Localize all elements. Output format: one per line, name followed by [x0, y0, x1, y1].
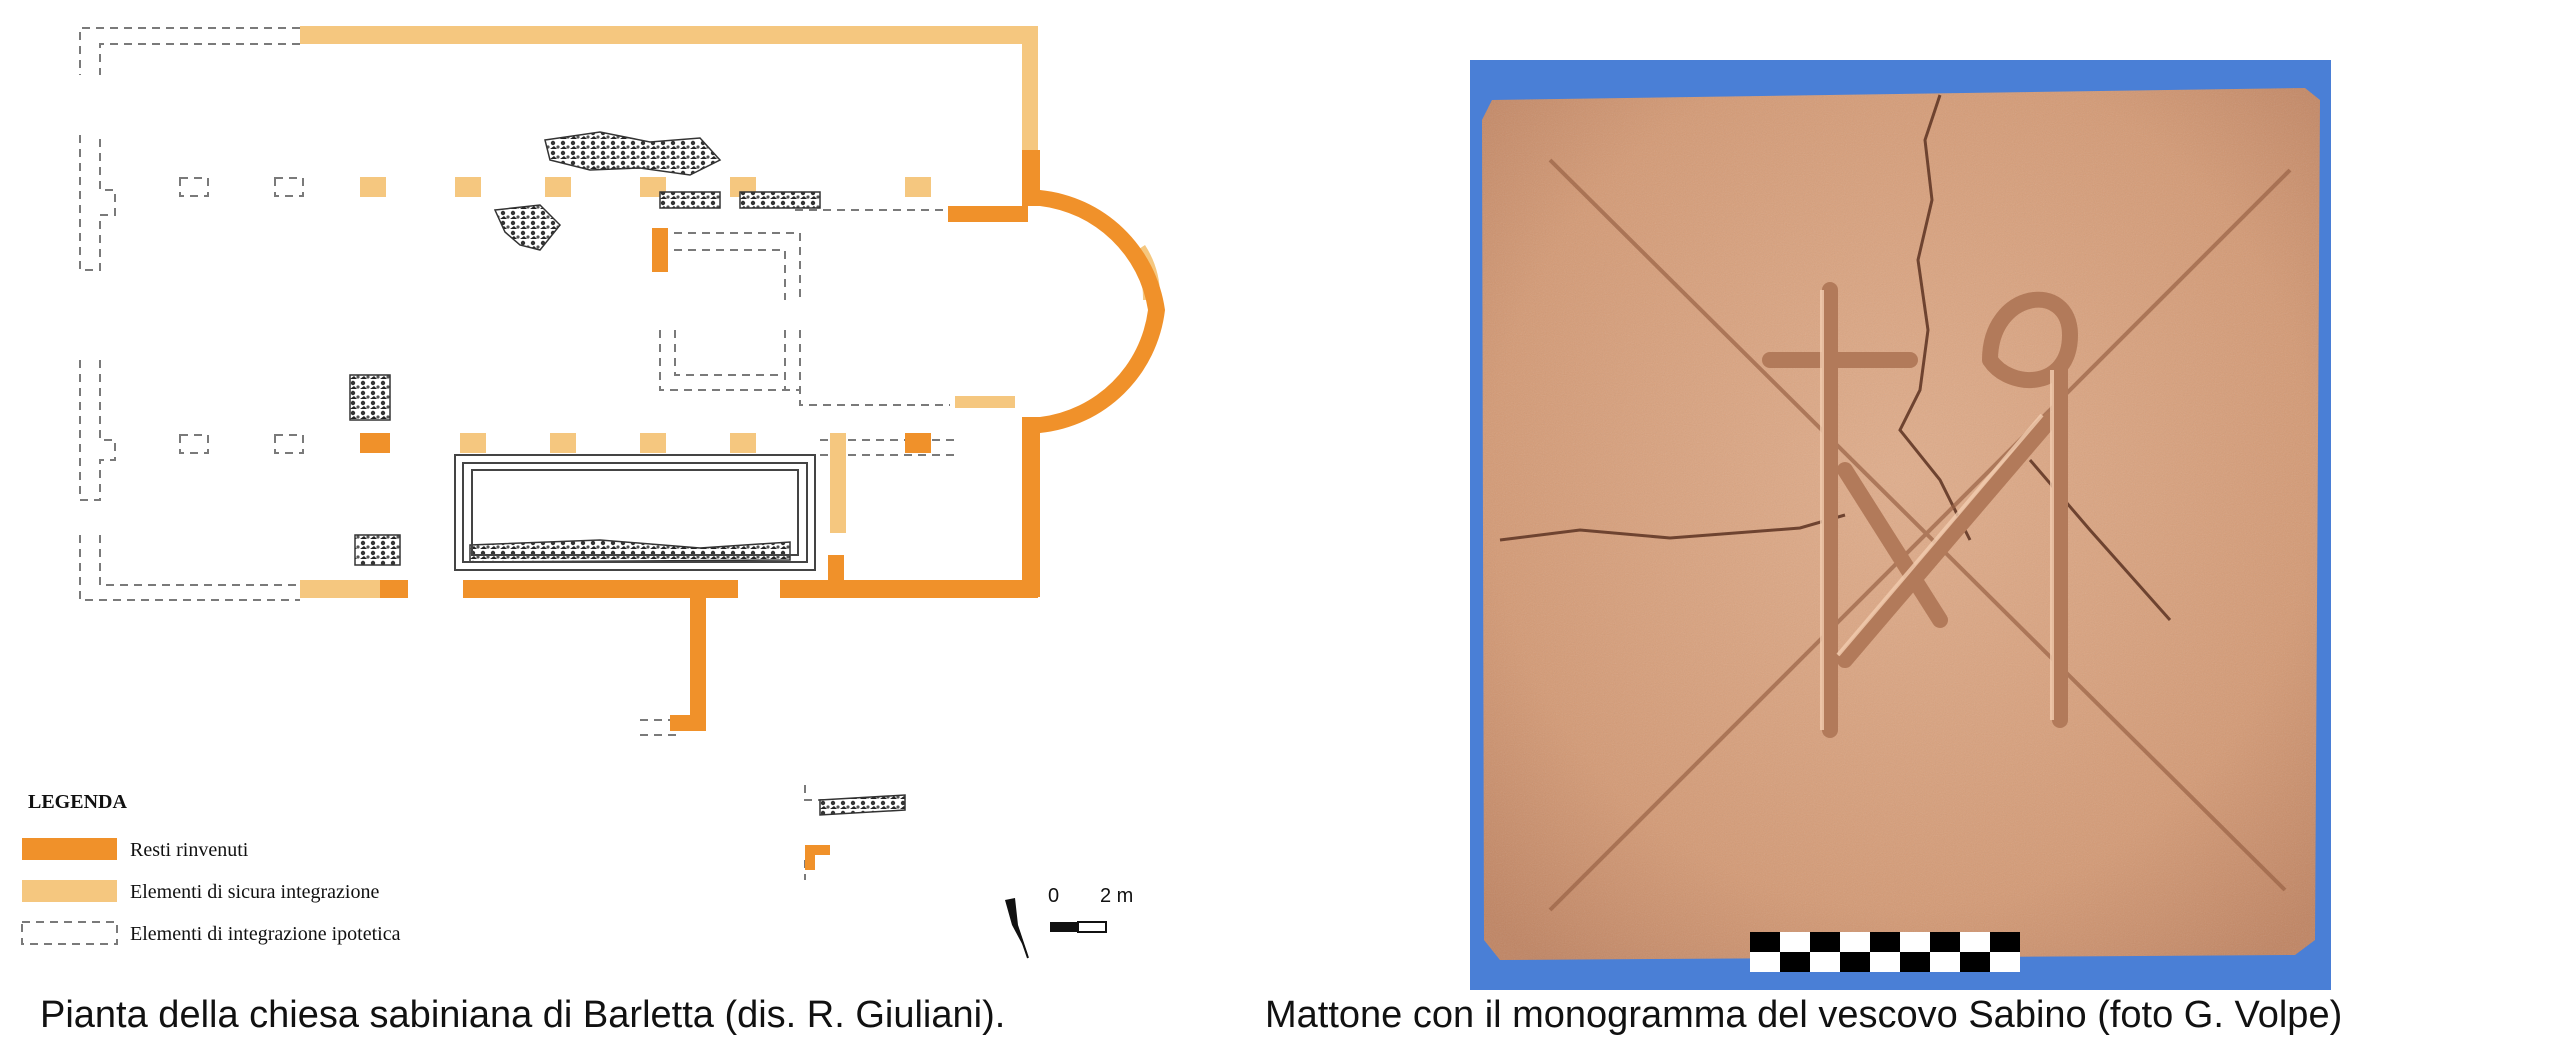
church-plan-drawing: LEGENDA Resti rinvenuti Elementi di sicu…	[21, 26, 1165, 959]
monogram-highlights	[1820, 290, 2054, 730]
brick-diagonal-incisions	[1548, 158, 2292, 912]
rubble-remains	[349, 131, 906, 816]
legend-title: LEGENDA	[28, 791, 127, 813]
scale-zero-label: 0	[1048, 885, 1059, 907]
legend-label-found: Resti rinvenuti	[130, 839, 249, 861]
legend-swatch-certain	[22, 880, 117, 902]
found-remains-walls	[360, 150, 1165, 870]
legend-swatch-found	[22, 838, 117, 860]
photo-caption: Mattone con il monogramma del vescovo Sa…	[1265, 994, 2343, 1036]
sabinus-monogram-icon	[1762, 282, 2079, 738]
church-plan-figure: LEGENDA Resti rinvenuti Elementi di sicu…	[0, 0, 1220, 1036]
brick-photo-figure	[1470, 60, 2331, 990]
north-arrow-icon	[1005, 898, 1029, 959]
photo-scale-bar	[1750, 932, 2020, 972]
scale-bar: 0 2 m	[1048, 885, 1133, 933]
legend-label-certain: Elementi di sicura integrazione	[130, 881, 379, 903]
legend: LEGENDA Resti rinvenuti Elementi di sicu…	[21, 791, 401, 945]
hypothetical-walls	[79, 27, 960, 880]
scale-max-label: 2 m	[1100, 885, 1133, 907]
mosaic-frame	[454, 454, 816, 571]
brick-photo	[1470, 60, 2331, 990]
legend-swatch-hypothetical	[21, 921, 118, 945]
legend-label-hypothetical: Elementi di integrazione ipotetica	[130, 923, 401, 945]
plan-caption: Pianta della chiesa sabiniana di Barlett…	[40, 994, 1006, 1036]
